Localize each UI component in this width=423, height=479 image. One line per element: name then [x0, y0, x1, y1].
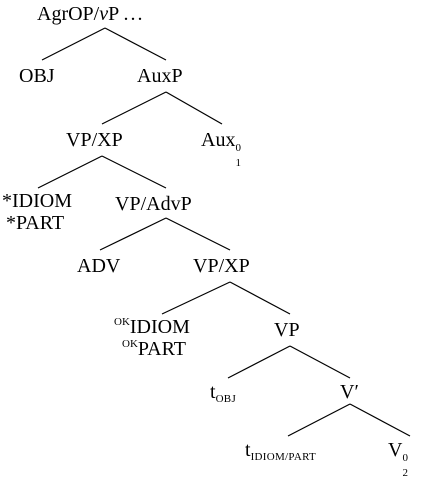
node-v-base: V	[388, 439, 403, 461]
branch-root-auxp	[104, 27, 167, 61]
node-agrop-vp: AgrOP/vP ...	[37, 4, 145, 24]
node-vp: VP	[274, 319, 300, 341]
node-aux-base: Aux	[201, 129, 236, 151]
branch-vpxp2-vp	[229, 281, 291, 315]
node-star-idiom: *IDIOM	[2, 190, 72, 212]
node-agrop-p: P	[108, 3, 119, 25]
branch-vbar-tidiom	[287, 403, 351, 437]
branch-vpadvp-adv	[99, 217, 167, 251]
node-t-idiom-base: t	[245, 439, 251, 461]
node-ok-part-sup: OK	[122, 338, 138, 350]
node-aux-sup: 0	[235, 142, 241, 154]
node-vp-xp-lower: VP/XP	[193, 255, 250, 277]
node-vp-advp: VP/AdvP	[115, 193, 192, 215]
branch-vpxp2-okidiom	[161, 281, 231, 315]
node-v-sub: 2	[402, 467, 408, 479]
node-agrop-label: AgrOP/	[37, 3, 100, 25]
node-t-obj-base: t	[210, 381, 216, 403]
node-obj: OBJ	[19, 65, 55, 87]
node-ok-group: OKIDIOM OKPART	[114, 316, 190, 360]
branch-auxp-aux0	[165, 91, 223, 125]
branch-vp-vbar	[289, 345, 351, 379]
branch-root-obj	[41, 27, 106, 61]
node-ok-idiom-sup: OK	[114, 316, 130, 328]
branch-vpxp-vpadvp	[101, 155, 167, 189]
node-vp-xp-upper: VP/XP	[66, 129, 123, 151]
node-t-obj: tOBJ	[210, 381, 237, 405]
branch-vbar-v0	[349, 403, 411, 437]
node-v-sup: 0	[402, 452, 408, 464]
branch-vp-tobj	[227, 345, 291, 379]
branch-vpxp-idiom	[37, 155, 103, 189]
node-adv: ADV	[77, 255, 121, 277]
node-ok-part: OKPART	[114, 338, 190, 360]
node-auxp: AuxP	[137, 65, 183, 87]
node-t-obj-sub: OBJ	[215, 393, 237, 405]
node-t-idiom-part: tIDIOM/PART	[245, 439, 317, 463]
node-star-part: *PART	[6, 212, 65, 234]
node-star-group: *IDIOM *PART	[2, 190, 72, 234]
branch-vpadvp-vpxp	[165, 217, 231, 251]
node-aux-sub: 1	[235, 157, 241, 169]
node-t-idiom-sub: IDIOM/PART	[250, 451, 317, 463]
branch-auxp-vpxp	[101, 91, 167, 125]
node-agrop-v-italic: v	[99, 3, 109, 25]
node-agrop-ellipsis: ...	[123, 3, 145, 25]
node-ok-idiom: OKIDIOM	[114, 316, 190, 338]
tree-branches	[37, 27, 411, 437]
node-ok-part-text: PART	[137, 338, 186, 360]
node-v-bar: V′	[340, 381, 359, 403]
node-ok-idiom-text: IDIOM	[129, 316, 190, 338]
